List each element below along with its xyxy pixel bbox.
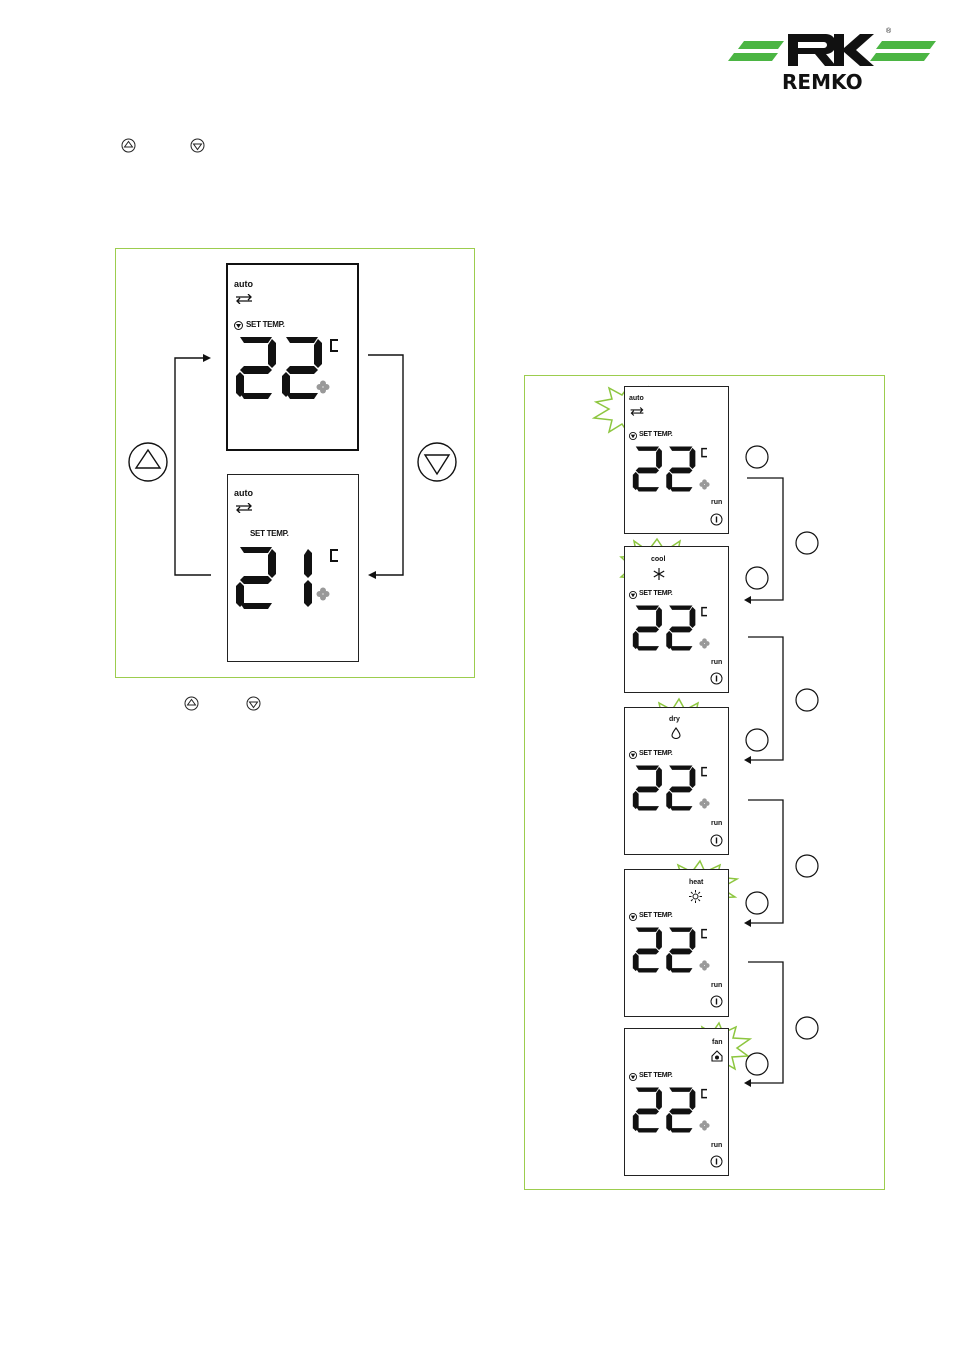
run-label: run: [711, 1142, 723, 1149]
temperature-digits: [632, 765, 707, 811]
down-button-icon: [246, 696, 261, 711]
up-button-icon: [121, 138, 136, 153]
registered-mark: ®: [886, 28, 892, 35]
sun-icon: [689, 890, 702, 903]
logo-wordmark: REMKO: [782, 70, 863, 94]
run-label: run: [711, 659, 723, 666]
lcd-screen-dry: dry SET TEMP. run: [624, 707, 729, 855]
recycle-arrows-icon: [236, 503, 252, 513]
fan-icon: [699, 798, 710, 809]
mode-label: auto: [629, 395, 644, 402]
mode-select-panel: [524, 375, 885, 1190]
fan-icon: [699, 960, 710, 971]
signal-icon: [629, 1073, 637, 1081]
mode-label: auto: [234, 279, 253, 289]
signal-icon: [629, 432, 637, 440]
set-temp-label: SET TEMP.: [639, 750, 673, 757]
mode-label: cool: [651, 556, 666, 563]
temperature-digits: [632, 1087, 707, 1133]
recycle-arrows-icon: [630, 407, 644, 416]
temperature-digits: [236, 337, 338, 399]
lcd-screen-21: auto SET TEMP.: [227, 474, 359, 662]
temperature-digits: [632, 605, 707, 651]
droplet-icon: [671, 727, 681, 739]
lcd-screen-cool: cool SET TEMP. run: [624, 546, 729, 693]
set-temp-label: SET TEMP.: [639, 912, 673, 919]
set-temp-label: SET TEMP.: [639, 590, 673, 597]
mode-label: dry: [669, 716, 680, 723]
set-temp-label: SET TEMP.: [639, 1072, 673, 1079]
mode-label: auto: [234, 488, 253, 498]
info-icon: [710, 834, 723, 847]
run-label: run: [711, 820, 723, 827]
info-icon: [710, 995, 723, 1008]
snowflake-icon: [653, 568, 665, 580]
temperature-digits: [632, 446, 707, 492]
signal-icon: [234, 321, 243, 330]
set-temp-label: SET TEMP.: [246, 320, 285, 329]
up-button-icon: [184, 696, 199, 711]
fan-icon: [699, 1120, 710, 1131]
fan-icon: [316, 380, 330, 394]
lcd-screen-auto: auto SET TEMP. run: [624, 386, 729, 534]
run-label: run: [711, 499, 723, 506]
signal-icon: [629, 751, 637, 759]
signal-icon: [629, 913, 637, 921]
temperature-digits: [236, 547, 338, 609]
fan-icon: [699, 638, 710, 649]
info-icon: [710, 513, 723, 526]
lcd-screen-22: auto SET TEMP.: [226, 263, 359, 451]
temperature-adjust-panel: [115, 248, 475, 678]
lcd-screen-fan: fan SET TEMP. run: [624, 1028, 729, 1176]
info-icon: [710, 672, 723, 685]
temperature-flow-arrows: [128, 354, 457, 579]
lcd-screen-heat: heat SET TEMP. run: [624, 869, 729, 1017]
set-temp-label: SET TEMP.: [639, 431, 673, 438]
house-fan-icon: [711, 1050, 723, 1062]
recycle-arrows-icon: [236, 294, 252, 304]
info-icon: [710, 1155, 723, 1168]
mode-label: fan: [712, 1039, 723, 1046]
set-temp-label: SET TEMP.: [250, 529, 289, 538]
logo-graphic: [728, 34, 936, 66]
temperature-digits: [632, 927, 707, 973]
down-button-icon: [190, 138, 205, 153]
mode-label: heat: [689, 879, 704, 886]
fan-icon: [699, 479, 710, 490]
run-label: run: [711, 982, 723, 989]
signal-icon: [629, 591, 637, 599]
fan-icon: [316, 587, 330, 601]
remko-logo: REMKO ®: [722, 28, 938, 94]
